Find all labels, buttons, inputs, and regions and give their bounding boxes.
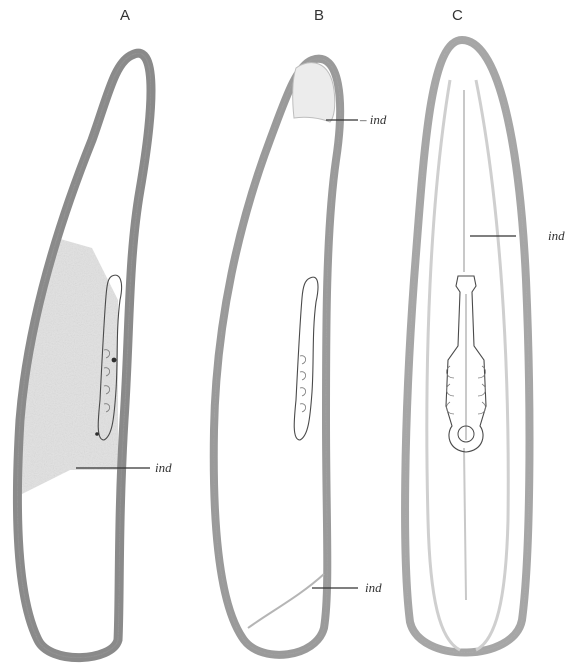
- panel-letter-a: A: [120, 7, 130, 24]
- ind-label-a: ind: [155, 460, 172, 475]
- shaded-region-a: [20, 228, 118, 495]
- panel-a: A ind: [17, 7, 172, 658]
- ind-label-b-top: – ind: [359, 112, 387, 127]
- inner-lining-c: [427, 80, 508, 650]
- panel-b: B – ind ind: [214, 7, 387, 655]
- embryo-b: [294, 277, 318, 440]
- partition-b: [248, 574, 324, 628]
- outer-wall-b: [214, 59, 340, 655]
- ind-label-c: ind: [548, 228, 565, 243]
- panel-letter-b: B: [314, 7, 324, 24]
- ind-label-b-bottom: ind: [365, 580, 382, 595]
- panel-c: C ind: [405, 7, 565, 653]
- panel-letter-c: C: [452, 7, 463, 24]
- cap-region-b: [293, 63, 335, 122]
- embryo-c: [446, 276, 486, 452]
